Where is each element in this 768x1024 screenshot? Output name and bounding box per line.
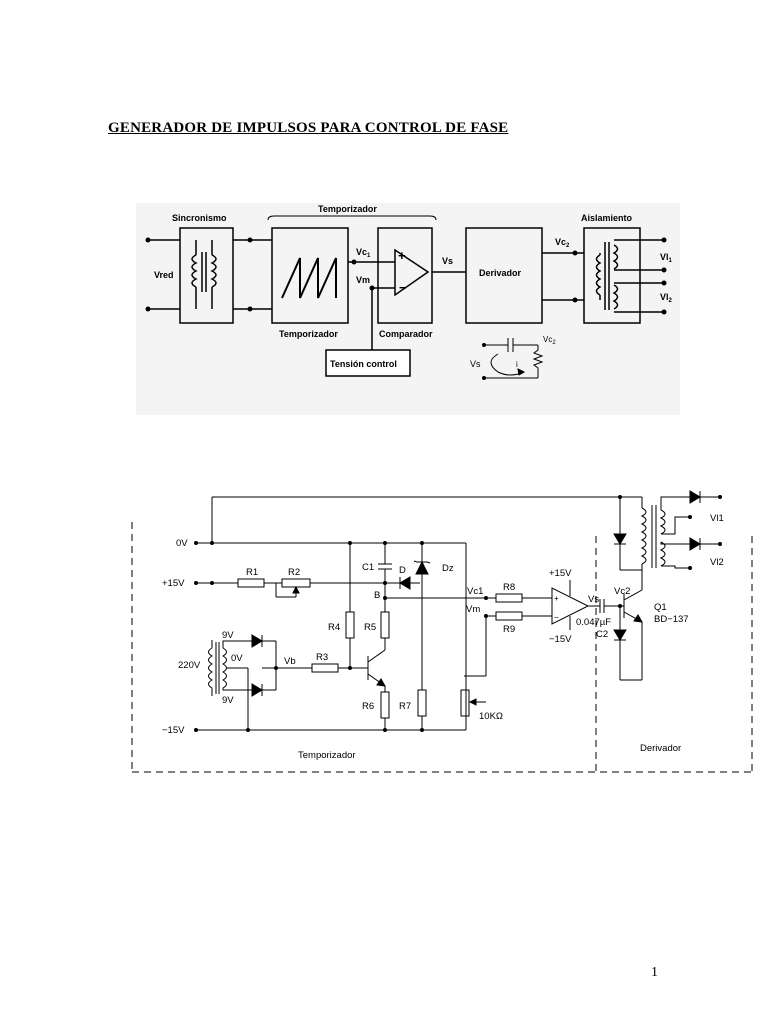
junction-dot	[351, 259, 357, 265]
terminal-dot	[661, 267, 667, 273]
junction-dot	[247, 306, 253, 312]
label-opamp-plus15v: +15V	[549, 568, 572, 579]
junction-dot	[572, 250, 578, 256]
label-derivador-section: Derivador	[640, 743, 681, 754]
input-wiring	[148, 227, 272, 324]
junction-dot	[369, 285, 375, 291]
terminal-dot	[661, 280, 667, 286]
label-plus15v: +15V	[162, 578, 185, 589]
terminal-dot	[661, 237, 667, 243]
temporizador-block	[271, 227, 349, 324]
label-vc1: Vc1	[467, 586, 483, 597]
label-vb: Vb	[284, 656, 296, 667]
label-vl2: Vl2	[660, 292, 673, 304]
junction-dot	[572, 297, 578, 303]
label-minus: −	[399, 280, 407, 295]
label-opamp-minus-sign: −	[554, 613, 559, 622]
label-vm: Vm	[356, 275, 370, 285]
label-q1: Q1	[654, 602, 667, 613]
label-r9: R9	[503, 624, 515, 635]
label-vred: Vred	[154, 270, 174, 280]
label-inset-vc2: Vc2	[543, 335, 556, 346]
junction-dot	[247, 237, 253, 243]
label-r7: R7	[399, 701, 411, 712]
label-inset-vs: Vs	[470, 359, 481, 369]
label-r1: R1	[246, 567, 258, 578]
label-vc1: Vc1	[356, 247, 371, 259]
label-plus: +	[398, 248, 406, 263]
label-dz: Dz	[442, 563, 454, 574]
label-bd137: BD−137	[654, 614, 689, 625]
block-diagram-frame	[136, 203, 680, 415]
label-temporizador-top: Temporizador	[318, 204, 377, 214]
label-inset-i: i	[516, 360, 518, 369]
page-number: 1	[651, 965, 658, 980]
aislamiento-block	[542, 227, 664, 324]
page-title: GENERADOR DE IMPULSOS PARA CONTROL DE FA…	[108, 120, 509, 136]
terminal-dot	[482, 376, 486, 380]
inset-rc-circuit	[484, 338, 544, 379]
schematic-junctions	[194, 495, 722, 732]
label-vs: Vs	[442, 256, 453, 266]
label-d: D	[399, 565, 406, 576]
label-r5: R5	[364, 622, 376, 633]
label-0v-mid: 0V	[231, 653, 243, 664]
label-temporizador-bottom: Temporizador	[279, 329, 338, 339]
label-c2: C2	[596, 629, 608, 640]
label-r2: R2	[288, 567, 300, 578]
label-tension-control: Tensión control	[330, 359, 397, 369]
derivador-block	[465, 227, 543, 324]
label-vc2: Vc2	[555, 237, 570, 249]
label-vl1: Vl1	[710, 513, 724, 524]
label-220v: 220V	[178, 660, 201, 671]
label-sincronismo: Sincronismo	[172, 213, 227, 223]
label-c1: C1	[362, 562, 374, 573]
label-9v-bottom: 9V	[222, 695, 234, 706]
section-boundaries	[131, 522, 753, 773]
label-9v-top: 9V	[222, 630, 234, 641]
label-vl2: Vl2	[710, 557, 724, 568]
label-aislamiento: Aislamiento	[581, 213, 633, 223]
label-cap-value: 0.047µF	[576, 617, 611, 628]
terminal-dot	[482, 343, 486, 347]
label-pot-10k: 10KΩ	[479, 711, 503, 722]
label-r6: R6	[362, 701, 374, 712]
terminal-dot	[661, 309, 667, 315]
label-r4: R4	[328, 622, 340, 633]
terminal-dot	[145, 237, 151, 243]
temporizador-brace	[267, 215, 437, 221]
label-opamp-plus-sign: +	[554, 594, 559, 603]
label-vm: Vm	[466, 604, 480, 615]
tension-control-block	[325, 349, 411, 377]
schematic-wiring	[196, 490, 720, 731]
label-vs: Vs	[588, 594, 599, 605]
label-opamp-minus15v: −15V	[549, 634, 572, 645]
label-temporizador-section: Temporizador	[298, 750, 356, 761]
terminal-dot	[145, 306, 151, 312]
label-derivador: Derivador	[479, 268, 522, 278]
label-r8: R8	[503, 582, 515, 593]
label-r3: R3	[316, 652, 328, 663]
label-vl1: Vl1	[660, 252, 673, 264]
label-minus15v: −15V	[162, 725, 185, 736]
label-comparador: Comparador	[379, 329, 433, 339]
label-0v-top: 0V	[176, 538, 188, 549]
label-b: B	[374, 590, 380, 601]
label-vc2: Vc2	[614, 586, 630, 597]
